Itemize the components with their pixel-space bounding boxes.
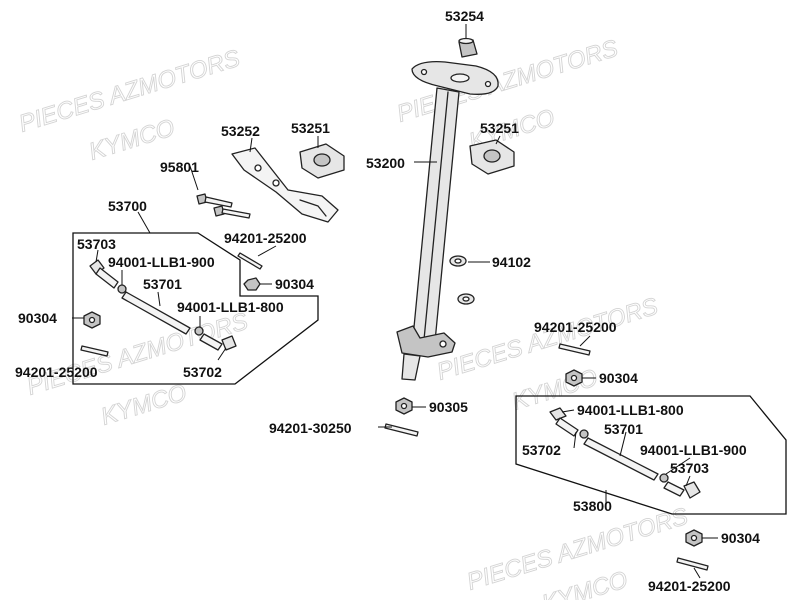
part-label-94201-25200-b: 94201-25200 — [15, 364, 98, 380]
part-label-90304-c: 90304 — [599, 370, 638, 386]
part-label-94001-llb1-900-left: 94001-LLB1-900 — [108, 254, 215, 270]
part-label-90304-d: 90304 — [721, 530, 760, 546]
part-label-53701-right: 53701 — [604, 421, 643, 437]
watermark-layer: PIECES AZMOTORS KYMCO PIECES AZMOTORS KY… — [15, 34, 691, 600]
watermark-text: KYMCO — [86, 114, 178, 166]
part-label-94001-llb1-900-right: 94001-LLB1-900 — [640, 442, 747, 458]
part-label-53702-right: 53702 — [522, 442, 561, 458]
part-label-94001-llb1-800-right: 94001-LLB1-800 — [577, 402, 684, 418]
bracket-53252-part — [231, 147, 339, 223]
part-label-94201-30250: 94201-30250 — [269, 420, 352, 436]
kit-53700-outline — [72, 232, 319, 385]
cotter-pin-right-lower-part — [676, 557, 709, 571]
part-label-95801: 95801 — [160, 159, 199, 175]
steering-column-part — [396, 37, 499, 381]
washer-94102-part — [449, 255, 475, 305]
leader-lines — [72, 24, 718, 579]
nut-90304-left-part — [83, 311, 101, 329]
part-label-94102: 94102 — [492, 254, 531, 270]
part-label-53700: 53700 — [108, 198, 147, 214]
part-label-90304-b: 90304 — [18, 310, 57, 326]
part-label-90305: 90305 — [429, 399, 468, 415]
part-label-53800: 53800 — [573, 498, 612, 514]
clamp-53251-left-part — [299, 143, 345, 179]
bolts-95801-part — [196, 193, 251, 219]
part-label-53254: 53254 — [445, 8, 484, 24]
cotter-pin-right-upper-part — [558, 343, 591, 356]
part-label-90304-a: 90304 — [275, 276, 314, 292]
part-label-94201-25200-c: 94201-25200 — [534, 319, 617, 335]
part-label-53251-right: 53251 — [480, 120, 519, 136]
watermark-text: KYMCO — [98, 379, 190, 431]
part-label-53703-left: 53703 — [77, 236, 116, 252]
nut-90305-part — [395, 397, 413, 415]
watermark-text: PIECES AZMOTORS — [24, 308, 251, 401]
nut-90304-right-lower-part — [685, 529, 703, 547]
part-labels: 53254 53252 53251 53251 53200 95801 5370… — [15, 8, 760, 594]
part-label-94001-llb1-800-left: 94001-LLB1-800 — [177, 299, 284, 315]
part-label-53252: 53252 — [221, 123, 260, 139]
cotter-pin-94201-30250-part — [384, 423, 419, 437]
part-label-53701-left: 53701 — [143, 276, 182, 292]
tie-rod-kit-right-part — [515, 395, 787, 515]
kit-53800-outline — [515, 395, 787, 515]
nut-90304-right-upper-part — [565, 369, 583, 387]
watermark-text: KYMCO — [539, 566, 631, 600]
tie-rod-kit-left-part — [72, 232, 319, 385]
watermark-text: PIECES AZMOTORS — [16, 45, 243, 138]
part-label-94201-25200-e: 94201-25200 — [648, 578, 731, 594]
part-label-53200: 53200 — [366, 155, 405, 171]
part-label-53702-left: 53702 — [183, 364, 222, 380]
part-label-94201-25200-a: 94201-25200 — [224, 230, 307, 246]
cotter-pin-left-part — [80, 345, 109, 357]
part-label-53251-left: 53251 — [291, 120, 330, 136]
part-label-53703-right: 53703 — [670, 460, 709, 476]
clamp-53251-right-part — [469, 139, 515, 175]
